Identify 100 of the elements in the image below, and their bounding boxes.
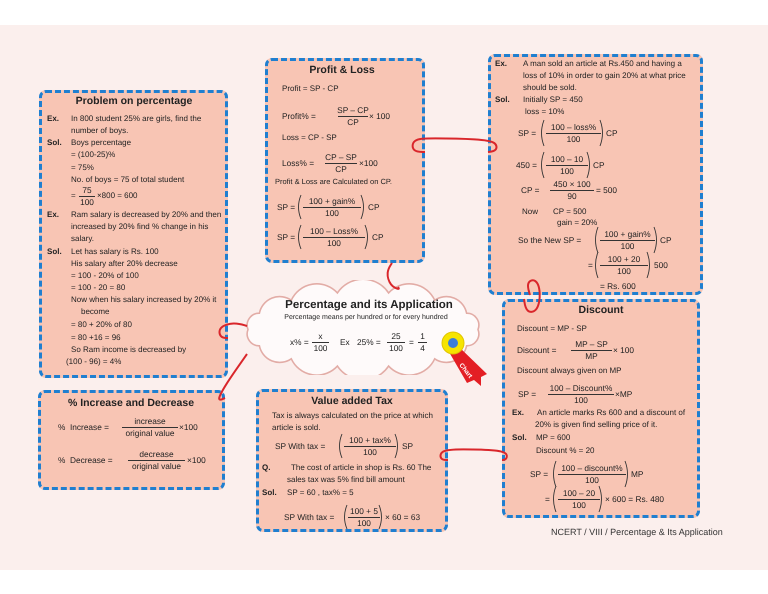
denominator: 100 xyxy=(572,500,586,510)
formula-text: SP = xyxy=(518,127,536,139)
topic-card xyxy=(39,90,228,378)
formula-text: CP xyxy=(593,159,605,171)
denominator: 100 xyxy=(574,396,588,404)
numerator: 100 – 10 xyxy=(550,155,584,164)
formula-text: Let has salary is Rs. 100 xyxy=(71,246,159,258)
formula-text: CP xyxy=(368,201,380,213)
formula-text: × 100 xyxy=(613,344,634,356)
connector-loop xyxy=(218,353,248,401)
numerator: 75 xyxy=(82,186,92,195)
formula-text: Discount = xyxy=(517,344,556,356)
formula-text: 500 xyxy=(654,259,668,271)
formula-text: Initially SP = 450 xyxy=(523,94,583,106)
formula-text: % Increase = xyxy=(58,421,109,433)
numerator: increase xyxy=(134,417,166,426)
problem-text: The cost of article in shop is Rs. 60 The sales tax was 5% find bill amount xyxy=(287,462,432,486)
formula-text: × 100 xyxy=(369,110,390,122)
formula-text: Loss = CP - SP xyxy=(282,132,337,144)
formula-text: x% = xyxy=(290,336,309,348)
step-label: Q. xyxy=(262,462,270,474)
step-label: Ex. xyxy=(495,58,508,70)
formula-text: = 100 - 20 = 80 xyxy=(71,282,126,294)
formula-text: = 80 + 20% of 80 xyxy=(71,319,132,331)
topic-card xyxy=(265,58,425,263)
formula-text: Profit = SP - CP xyxy=(282,83,339,95)
numerator: 100 + gain% xyxy=(308,197,356,206)
formula-text: 25% = xyxy=(357,336,381,348)
formula-text: ×MP xyxy=(615,388,632,400)
step-label: Ex. xyxy=(512,407,524,419)
denominator: 100 xyxy=(566,134,580,144)
formula-text: Boys percentage xyxy=(71,137,132,149)
formula-text: Discount = MP - SP xyxy=(517,323,587,335)
numerator: 100 – discount% xyxy=(561,464,623,473)
denominator: 100 xyxy=(560,166,574,176)
formula-text: CP xyxy=(606,127,618,139)
denominator: 100 xyxy=(327,238,341,248)
numerator: 100 + 20 xyxy=(608,255,640,264)
formula-text: SP = xyxy=(277,231,296,243)
formula-text: ×100 xyxy=(359,157,378,169)
formula-text: ×100 xyxy=(179,421,198,433)
formula-text: Profit% = xyxy=(282,110,316,122)
denominator: original value xyxy=(132,462,181,470)
formula-text: So the New SP = xyxy=(518,234,582,246)
formula-text: His salary after 20% decrease xyxy=(71,258,178,270)
topic-card xyxy=(256,389,448,532)
denominator: 100 xyxy=(325,208,339,218)
problem-text: Tax is always calculated on the price at which article is sold. xyxy=(272,410,434,434)
formula-text: Ex xyxy=(340,336,350,348)
step-label: Sol. xyxy=(262,487,277,499)
numerator: 450 × 100 xyxy=(553,180,591,189)
formula-text: SP xyxy=(402,440,414,452)
formula-text: SP = xyxy=(277,201,296,213)
numerator: 100 + tax% xyxy=(349,436,391,445)
formula-text: CP = 500 xyxy=(553,206,586,218)
formula-text: = 500 xyxy=(596,184,617,196)
topic-card xyxy=(38,390,225,490)
formula-text: = xyxy=(588,259,593,271)
step-label: Sol. xyxy=(47,137,62,149)
formula-text: Now xyxy=(522,206,538,218)
problem-text: A man sold an article at Rs.450 and having a loss of 10% in order to gain 20% at what price should be sold. xyxy=(523,58,687,94)
formula-text: = xyxy=(545,493,550,505)
card-title: Problem on percentage xyxy=(76,95,192,109)
denominator: 100 xyxy=(80,198,94,206)
formula-text: CP xyxy=(660,234,672,246)
formula-text: = xyxy=(71,190,76,202)
formula-text: ×800 = 600 xyxy=(97,190,138,202)
formula-text: SP = xyxy=(518,388,536,400)
numerator: 100 – loss% xyxy=(550,123,596,132)
denominator: 4 xyxy=(420,344,425,352)
denominator: CP xyxy=(335,164,347,174)
numerator: SP – CP xyxy=(337,106,369,115)
formula-text: CP xyxy=(372,231,384,243)
formula-text: = 100 - 20% of 100 xyxy=(71,270,139,282)
formula-text: % Decrease = xyxy=(58,454,113,466)
formula-text: SP With tax = xyxy=(284,511,334,523)
problem-text: In 800 student 25% are girls, find the number of boys. xyxy=(71,113,202,137)
formula-text: loss = 10% xyxy=(525,106,564,118)
numerator: CP – SP xyxy=(325,153,357,162)
formula-text: SP With tax = xyxy=(275,440,326,452)
formula-text: = 75% xyxy=(71,162,94,174)
problem-text: Ram salary is decreased by 20% and then increased by 20% find % change in his salary. xyxy=(71,209,222,245)
step-label: Ex. xyxy=(47,113,60,125)
connector-loop xyxy=(218,322,248,339)
central-topic-title: Percentage and its Application xyxy=(285,298,453,312)
denominator: 90 xyxy=(567,192,577,200)
formula-text: × 600 = Rs. 480 xyxy=(605,493,664,505)
formula-text: MP = 600 xyxy=(536,432,570,444)
formula-text: SP = xyxy=(530,468,548,480)
denominator: CP xyxy=(347,118,359,126)
formula-text: = (100-25)% xyxy=(71,149,116,161)
denominator: MP xyxy=(585,352,598,360)
card-title: Profit & Loss xyxy=(309,64,375,78)
denominator: 100 xyxy=(585,476,599,484)
numerator: 100 – 20 xyxy=(562,489,596,498)
denominator: 100 xyxy=(620,242,634,250)
numerator: 100 – Loss% xyxy=(310,227,358,236)
card-title: Value added Tax xyxy=(311,395,393,409)
formula-text: (100 - 96) = 4% xyxy=(66,356,122,368)
formula-text: = xyxy=(409,336,414,348)
